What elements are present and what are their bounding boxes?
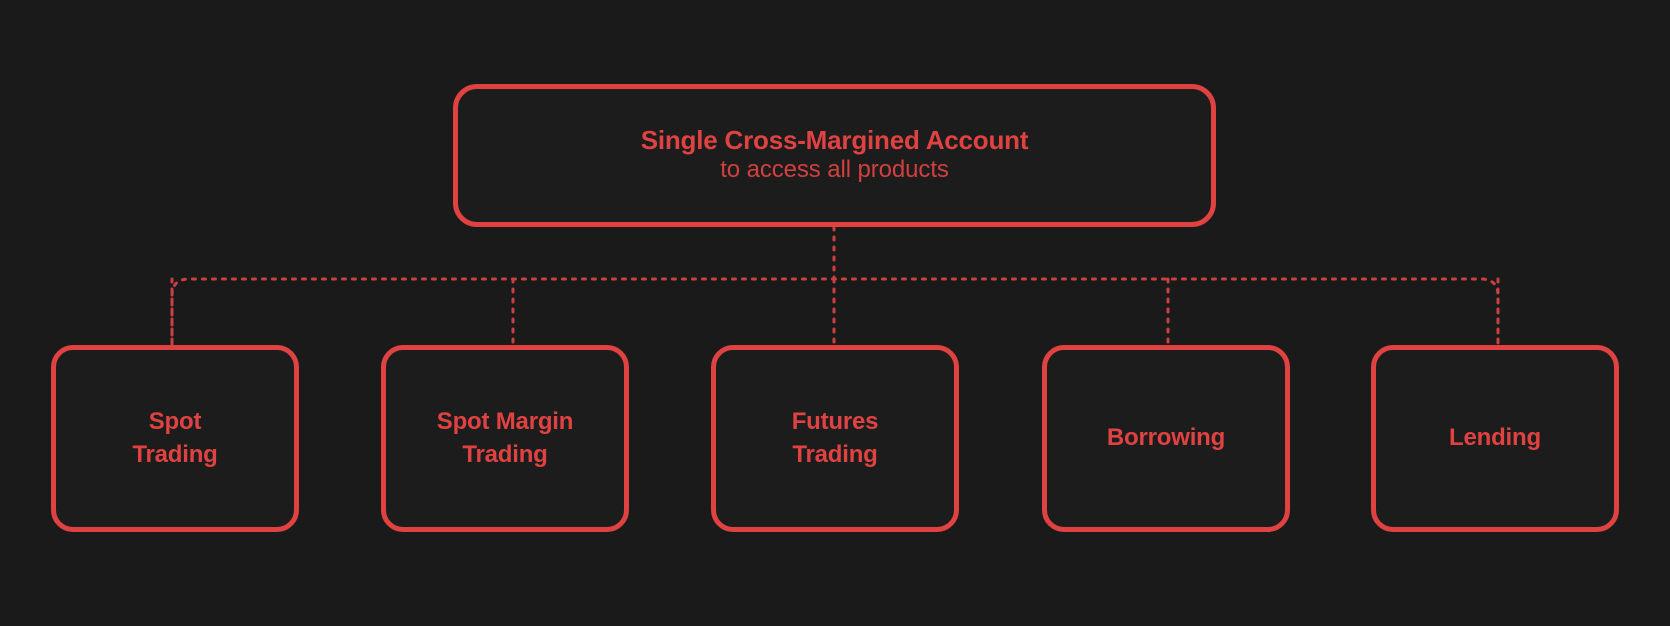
root-node-title: Single Cross-Margined Account	[640, 124, 1029, 155]
node-spot-trading[interactable]: Spot Trading	[51, 345, 299, 532]
node-futures-trading[interactable]: Futures Trading	[711, 345, 959, 532]
root-node-subtitle: to access all products	[720, 156, 949, 184]
connector-bus	[170, 277, 1500, 347]
node-spot-margin-trading[interactable]: Spot Margin Trading	[381, 345, 629, 532]
root-node-single-cross-margined-account[interactable]: Single Cross-Margined Account to access …	[453, 84, 1216, 227]
node-label: Spot Trading	[132, 408, 218, 468]
node-lending[interactable]: Lending	[1371, 345, 1619, 532]
node-label: Borrowing	[1106, 424, 1226, 452]
node-borrowing[interactable]: Borrowing	[1042, 345, 1290, 532]
node-label: Futures Trading	[791, 408, 879, 468]
node-label: Spot Margin Trading	[436, 408, 574, 468]
node-label: Lending	[1449, 424, 1541, 452]
